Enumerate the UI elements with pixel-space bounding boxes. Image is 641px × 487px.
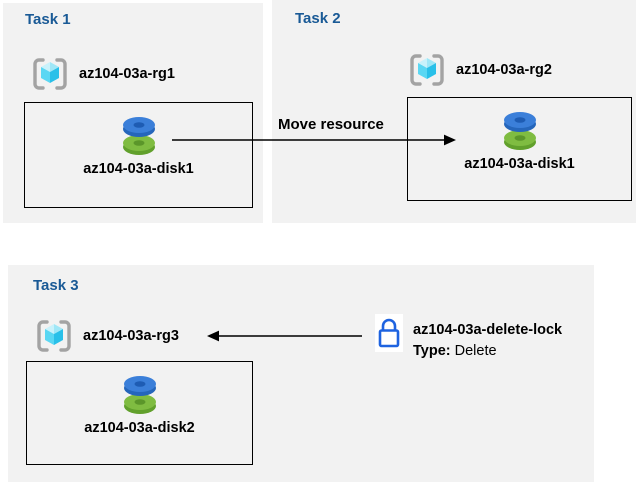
disk-icon	[503, 112, 536, 150]
task2-resource-box: az104-03a-disk1	[407, 97, 632, 201]
task1-panel: Task 1 az104-03a-rg1 az104-03a-disk1	[3, 3, 263, 223]
task3-resource-group: az104-03a-rg3	[34, 316, 179, 356]
lock-badge	[375, 314, 403, 352]
disk-icon	[122, 117, 155, 155]
move-resource-label: Move resource	[278, 116, 384, 133]
disk-name: az104-03a-disk1	[464, 156, 575, 172]
lock-text: az104-03a-delete-lock Type: Delete	[413, 320, 562, 362]
disk-name: az104-03a-disk2	[84, 420, 195, 436]
resource-group-name: az104-03a-rg2	[456, 62, 552, 78]
disk-name: az104-03a-disk1	[83, 161, 194, 177]
disk-icon	[123, 376, 156, 414]
task2-title: Task 2	[295, 10, 341, 27]
task1-title: Task 1	[25, 11, 71, 28]
task2-resource-group: az104-03a-rg2	[407, 50, 552, 90]
resource-group-name: az104-03a-rg3	[83, 328, 179, 344]
task3-title: Task 3	[33, 277, 79, 294]
lock-type-label: Type:	[413, 343, 451, 359]
task1-resource-box: az104-03a-disk1	[24, 102, 253, 208]
resource-group-icon	[37, 320, 71, 352]
lock-type-value: Delete	[454, 343, 497, 359]
resource-group-icon	[410, 54, 444, 86]
resource-group-name: az104-03a-rg1	[79, 66, 175, 82]
task2-panel: Task 2 az104-03a-rg2 az104-03a-disk1	[272, 0, 636, 223]
resource-group-icon	[33, 58, 67, 90]
task3-resource-box: az104-03a-disk2	[26, 361, 253, 465]
lock-type: Type: Delete	[413, 341, 562, 362]
lock-icon	[378, 318, 400, 348]
task1-resource-group: az104-03a-rg1	[30, 54, 175, 94]
task3-panel: Task 3 az104-03a-rg3 az104-03a-disk2	[8, 265, 594, 482]
lock-name: az104-03a-delete-lock	[413, 322, 563, 338]
